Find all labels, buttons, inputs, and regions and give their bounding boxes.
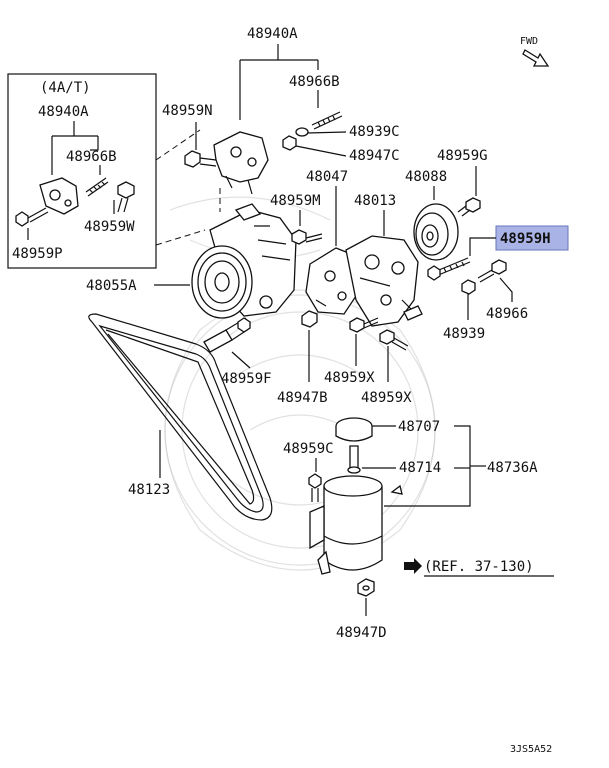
idler-pulley-48088 (413, 203, 459, 261)
inset-label-48966B[interactable]: 48966B (66, 149, 117, 165)
cap-48707 (335, 417, 373, 442)
inset-label-48940A[interactable]: 48940A (38, 104, 89, 120)
label-48947D[interactable]: 48947D (336, 625, 387, 641)
inset-4at-box: (4A/T) 48940A 48966B 48959W 48959P (7, 73, 206, 269)
label-48088[interactable]: 48088 (405, 169, 447, 185)
label-48959G[interactable]: 48959G (437, 148, 488, 164)
washer-48939C (295, 127, 309, 137)
inset-bolt-p-part (15, 207, 49, 227)
bolt-48959C (308, 473, 322, 502)
ref-note: (REF. 37-130) (404, 558, 554, 577)
bolt-48959M (291, 229, 323, 245)
label-48707[interactable]: 48707 (398, 419, 440, 435)
nut-48947D (357, 578, 375, 597)
filter-48714 (347, 445, 361, 474)
fwd-label: FWD (520, 36, 538, 47)
inset-bracket-part (39, 177, 79, 215)
label-48959N[interactable]: 48959N (162, 103, 213, 119)
label-48959X-2[interactable]: 48959X (361, 390, 412, 406)
inset-title: (4A/T) (40, 80, 91, 96)
label-48959F[interactable]: 48959F (221, 371, 272, 387)
label-48123[interactable]: 48123 (128, 482, 170, 498)
bolt-48959H (427, 257, 471, 281)
label-48055A[interactable]: 48055A (86, 278, 137, 294)
bolt-48959N (184, 150, 217, 168)
pump-48055A (191, 203, 297, 319)
nut-48947B (301, 310, 318, 328)
bracket-48047 (305, 247, 361, 315)
figure-code: 3JS5A52 (510, 744, 552, 755)
label-48714[interactable]: 48714 (399, 460, 441, 476)
fwd-arrow: FWD (520, 36, 550, 67)
label-48736A[interactable]: 48736A (487, 460, 538, 476)
inset-label-48959W[interactable]: 48959W (84, 219, 135, 235)
inset-label-48959P[interactable]: 48959P (12, 246, 63, 262)
label-48940A[interactable]: 48940A (247, 26, 298, 42)
nut-48947C (282, 135, 297, 151)
highlight-48959H[interactable]: 48959H (495, 225, 569, 251)
label-48959H[interactable]: 48959H (500, 231, 551, 247)
inset-bolt-w-part (117, 181, 135, 213)
stud-48959F (203, 317, 251, 353)
reservoir-48736A (309, 475, 403, 575)
bolt-48966 (477, 259, 507, 283)
label-48959X-1[interactable]: 48959X (324, 370, 375, 386)
label-48966[interactable]: 48966 (486, 306, 528, 322)
belt-48123 (88, 313, 273, 521)
label-48047[interactable]: 48047 (306, 169, 348, 185)
bracket-48013 (345, 235, 423, 327)
bolt-48959X-2 (379, 329, 409, 351)
label-48939C[interactable]: 48939C (349, 124, 400, 140)
label-48939[interactable]: 48939 (443, 326, 485, 342)
label-48959M[interactable]: 48959M (270, 193, 321, 209)
label-48947B[interactable]: 48947B (277, 390, 328, 406)
label-48013[interactable]: 48013 (354, 193, 396, 209)
bracket-48940A (213, 131, 269, 195)
ref-label: (REF. 37-130) (424, 559, 534, 575)
inset-stud-part (85, 177, 109, 197)
label-48947C[interactable]: 48947C (349, 148, 400, 164)
label-48959C[interactable]: 48959C (283, 441, 334, 457)
label-48966B[interactable]: 48966B (289, 74, 340, 90)
bolt-48959G (457, 197, 481, 217)
bolt-48959X-1 (349, 317, 379, 333)
washer-48939 (461, 279, 476, 295)
stud-48966B (311, 111, 343, 130)
